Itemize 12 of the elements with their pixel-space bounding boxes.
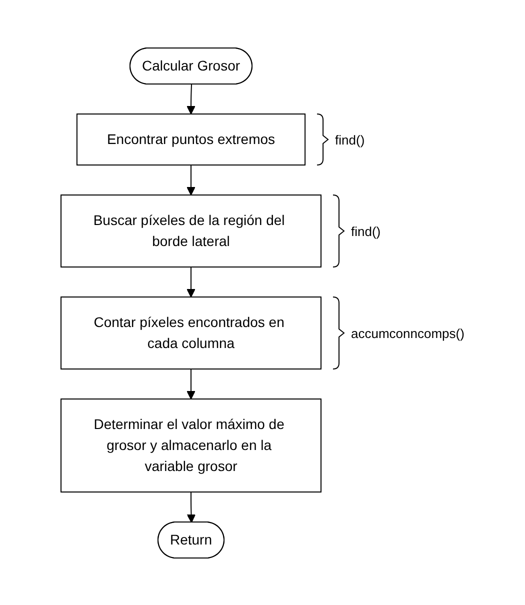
function-label: accumconncomps() (350, 326, 464, 340)
node-box: Contar píxeles encontrados en cada columna (60, 296, 322, 369)
arrow (186, 164, 196, 195)
node-box: Buscar píxeles de la región del borde lateral (60, 194, 322, 267)
node-box: Encontrar puntos extremos (76, 113, 306, 165)
node-box: Determinar el valor máximo de grosor y almacenarlo en la variable grosor (60, 398, 322, 492)
arrow (186, 266, 196, 297)
function-label: find() (334, 132, 364, 147)
arrow (186, 368, 196, 399)
arrow (186, 491, 196, 522)
arrow (186, 84, 196, 114)
function-label: find() (350, 224, 380, 238)
